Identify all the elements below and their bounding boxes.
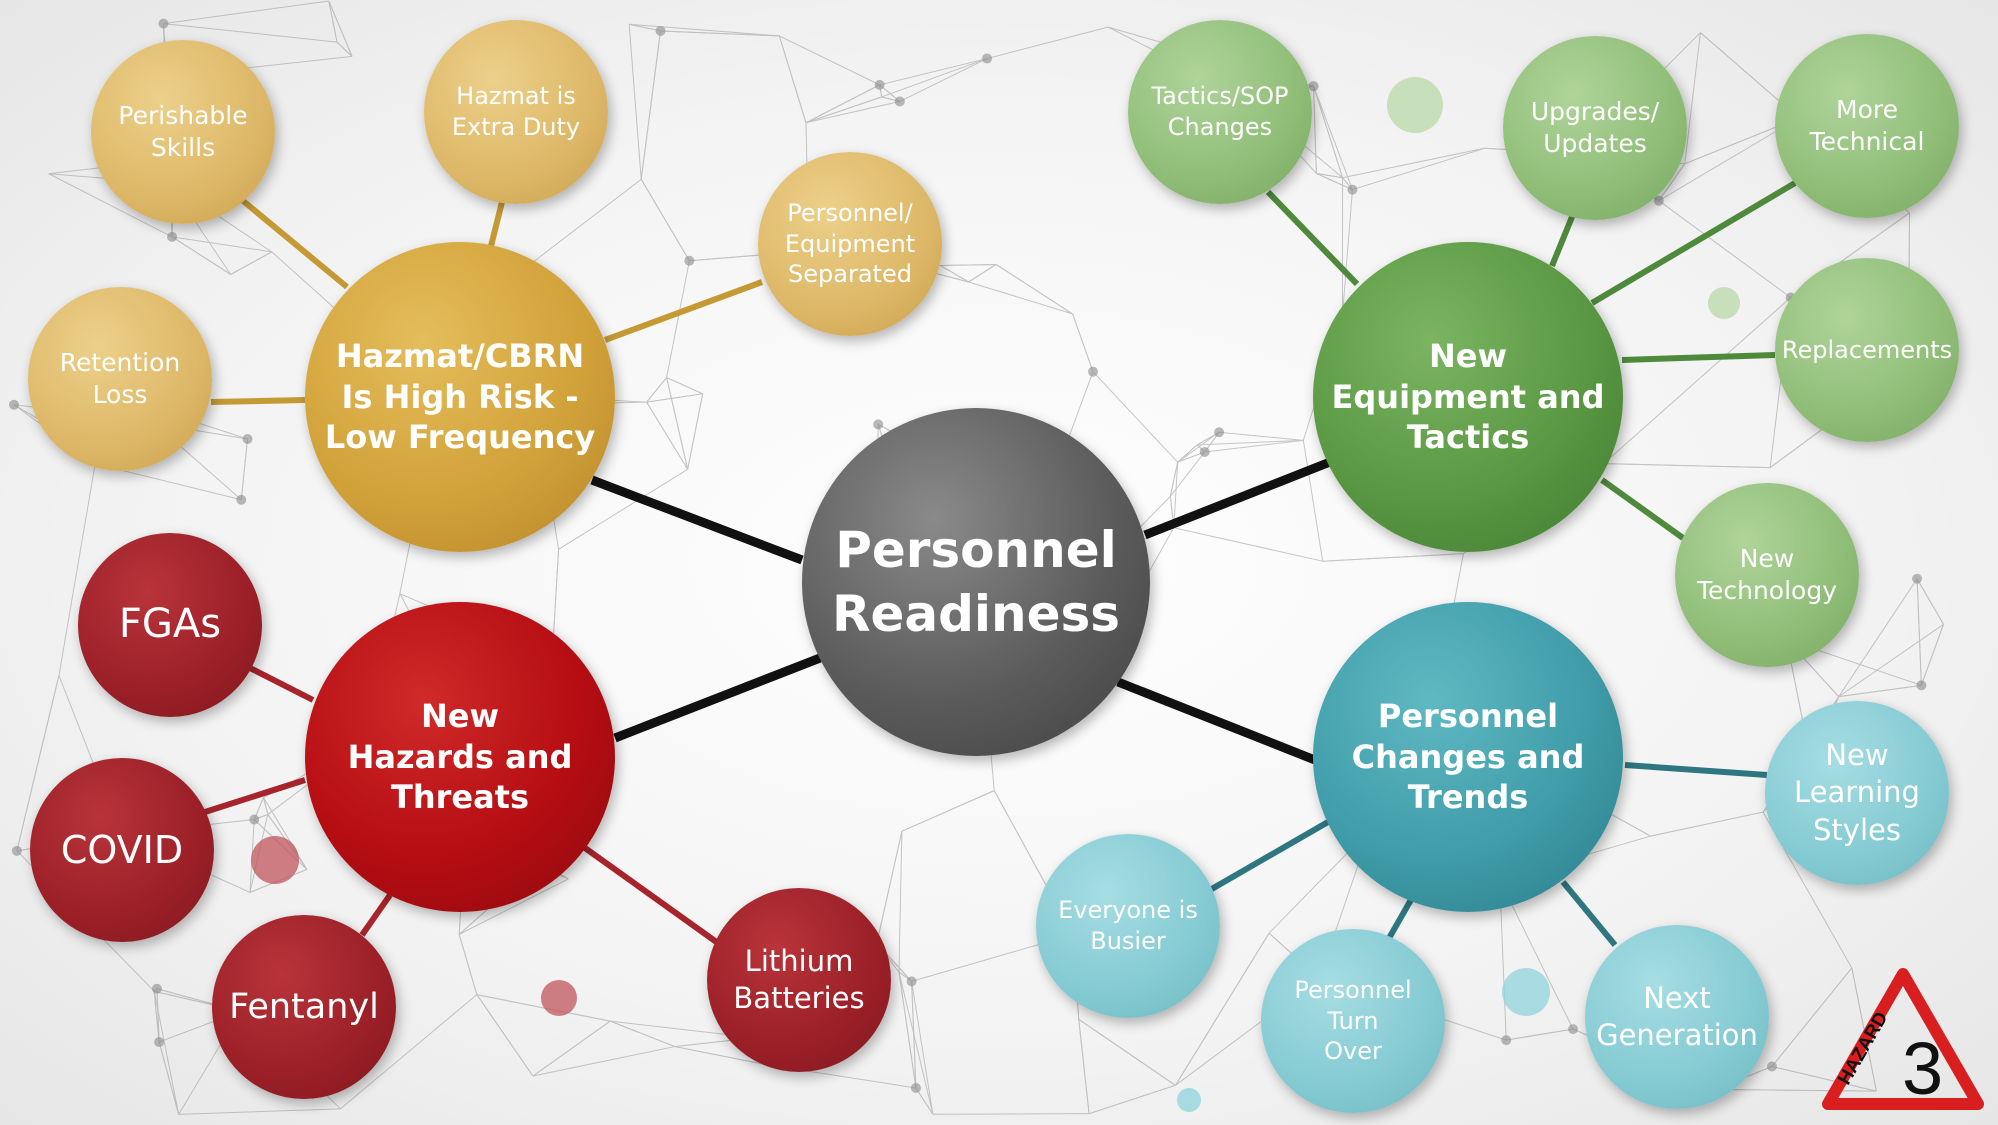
connector-learning [1624,762,1768,778]
logo-number: 3 [1902,1027,1943,1110]
node-lithium-label: Lithium Batteries [733,943,865,1015]
connector-center-hazmat [590,475,804,565]
accent-dot-green-small [1708,287,1740,319]
hub-personnel-changes-trends: Personnel Changes and Trends [1313,602,1623,912]
node-more-technical: More Technical [1775,34,1959,218]
connector-busier [1208,819,1330,893]
hub-hazmat-cbrn: Hazmat/CBRN Is High Risk - Low Frequency [305,242,615,552]
node-lithium-batteries: Lithium Batteries [707,888,891,1072]
node-upgrades-label: Upgrades/ Updates [1530,97,1660,158]
logo-text: HAZARD [1834,1009,1892,1089]
node-learning-label: New Learning Styles [1794,738,1920,847]
node-fgas-label: FGAs [118,601,222,648]
connector-fgas [246,664,315,703]
node-perishable-skills: Perishable Skills [91,40,275,224]
accent-dot-red [251,836,299,884]
connector-fentanyl [359,893,393,937]
node-covid-label: COVID [60,827,184,872]
connector-next-gen [1560,880,1618,947]
connector-technology [1600,477,1685,541]
hub-new-equipment-tactics: New Equipment and Tactics [1313,242,1623,552]
connector-perishable [240,197,349,290]
node-personnel-equipment-separated: Personnel/ Equipment Separated [758,152,942,336]
connector-covid [204,777,306,815]
node-fentanyl: Fentanyl [212,915,396,1099]
accent-dot-red-small [541,980,577,1016]
node-upgrades-updates: Upgrades/ Updates [1503,36,1687,220]
connector-tactics-sop [1265,189,1360,287]
hub-equipment-label: New Equipment and Tactics [1331,336,1605,457]
node-replacements-label: Replacements [1781,335,1953,364]
connector-center-equipment [1143,457,1332,540]
connector-lithium [583,845,724,949]
node-personnel-turn-over: Personnel Turn Over [1261,929,1445,1113]
node-everyone-is-busier: Everyone is Busier [1036,834,1220,1018]
node-hazmat-extra-duty: Hazmat is Extra Duty [424,20,608,204]
node-replacements: Replacements [1775,258,1959,442]
hub-personnel-label: Personnel Changes and Trends [1351,696,1585,817]
connector-extra-duty [488,197,506,247]
node-retention-loss: Retention Loss [28,287,212,471]
connector-center-hazards [613,653,822,743]
node-technical-label: More Technical [1809,95,1925,156]
connector-separated [603,279,764,343]
node-tactics-sop-changes: Tactics/SOP Changes [1128,20,1312,204]
connector-turnover [1385,896,1415,942]
node-tactics-sop-label: Tactics/SOP Changes [1151,82,1289,141]
node-new-learning-styles: New Learning Styles [1765,701,1949,885]
connector-replacements [1621,352,1776,363]
connector-center-personnel [1116,677,1317,765]
hub-hazmat-label: Hazmat/CBRN Is High Risk - Low Frequency [324,336,596,457]
logo-triangle [1822,968,1984,1110]
node-fentanyl-label: Fentanyl [229,986,379,1027]
center-node-label: Personnel Readiness [831,521,1121,643]
node-technology-label: New Technology [1696,544,1838,605]
node-separated-label: Personnel/ Equipment Separated [784,198,916,289]
node-next-generation: Next Generation [1585,925,1769,1109]
connector-upgrades [1549,210,1577,268]
node-busier-label: Everyone is Busier [1058,896,1198,955]
accent-dot-green [1387,77,1443,133]
hub-new-hazards-threats: New Hazards and Threats [305,602,615,912]
connector-retention [210,397,306,405]
node-turnover-label: Personnel Turn Over [1294,975,1412,1066]
node-fgas: FGAs [78,533,262,717]
accent-dot-teal-small [1177,1088,1201,1112]
connector-technical [1590,180,1797,306]
hub-hazards-label: New Hazards and Threats [347,696,573,817]
node-retention-label: Retention Loss [59,348,181,409]
center-node-personnel-readiness: Personnel Readiness [802,408,1150,756]
node-new-technology: New Technology [1675,483,1859,667]
node-perishable-label: Perishable Skills [118,101,248,162]
hazard3-logo: HAZARD 3 [1822,968,1984,1110]
node-extra-duty-label: Hazmat is Extra Duty [451,82,581,141]
node-covid: COVID [30,758,214,942]
node-next-gen-label: Next Generation [1596,980,1758,1052]
accent-dot-teal [1502,968,1550,1016]
